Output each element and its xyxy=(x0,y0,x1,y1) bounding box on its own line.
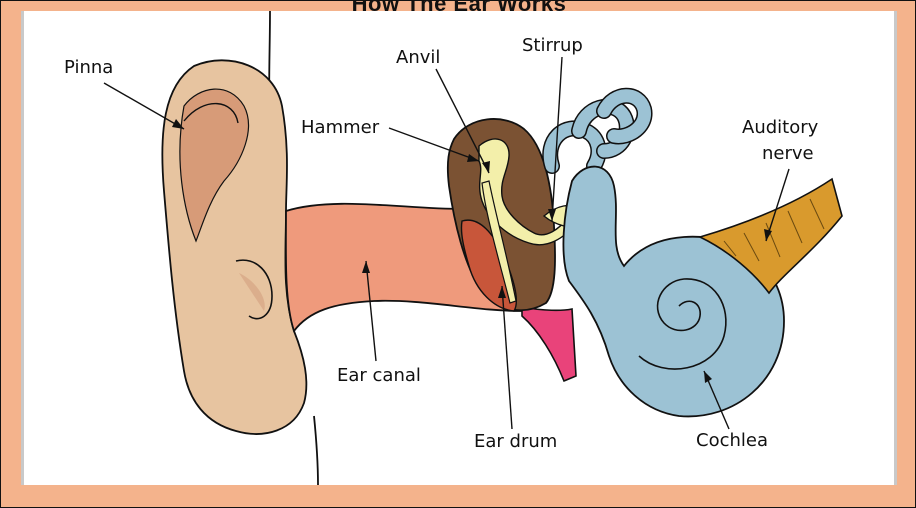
label-cochlea: Cochlea xyxy=(696,430,768,451)
ear-diagram: Pinna Anvil Stirrup Hammer Auditory nerv… xyxy=(24,11,894,485)
diagram-panel: Pinna Anvil Stirrup Hammer Auditory nerv… xyxy=(21,11,897,485)
label-ear-drum: Ear drum xyxy=(474,431,557,452)
head-outline-lower xyxy=(314,416,318,485)
label-stirrup: Stirrup xyxy=(522,35,583,56)
label-nerve: nerve xyxy=(762,143,814,164)
label-hammer: Hammer xyxy=(301,117,380,138)
vestibule xyxy=(563,167,784,417)
label-ear-canal: Ear canal xyxy=(337,365,421,386)
label-pinna: Pinna xyxy=(64,57,113,78)
semicircular-canals xyxy=(550,96,644,166)
eustachian-tube xyxy=(522,307,576,381)
label-anvil: Anvil xyxy=(396,47,440,68)
label-auditory: Auditory xyxy=(742,117,819,138)
